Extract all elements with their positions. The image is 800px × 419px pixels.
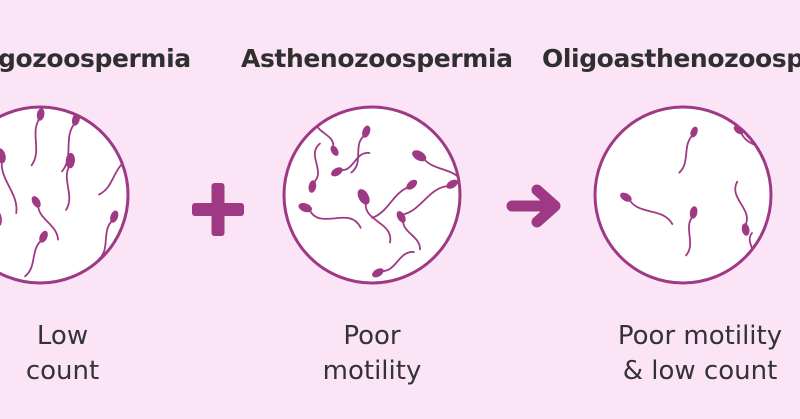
caption-low-count: Low count <box>0 319 125 389</box>
sperm-cell <box>766 148 771 162</box>
sperm-cell <box>685 206 698 257</box>
sperm-cell <box>620 192 674 225</box>
sperm-cell <box>65 152 76 211</box>
sperm-cell <box>357 189 391 244</box>
caption-combined-line1: Poor motility <box>617 321 783 351</box>
caption-combined-line2: & low count <box>622 356 778 386</box>
title-oligoasthenozoospermia: Oligoasthenozoospe <box>542 44 800 73</box>
sperm-cell <box>397 179 458 216</box>
sperm-cell <box>24 230 48 278</box>
sperm-cells-low-count <box>0 108 128 278</box>
plus-icon <box>192 183 244 236</box>
caption-poor-motility-line2: motility <box>322 356 422 386</box>
sperm-cell <box>678 126 698 174</box>
sperm-cell <box>372 251 415 278</box>
caption-low-count-line1: Low <box>36 321 89 351</box>
sperm-cells-poor-motility <box>298 117 460 278</box>
sperm-cell <box>31 196 59 241</box>
caption-poor-motility-line1: Poor <box>343 321 401 351</box>
poor-motility-circle <box>282 105 462 285</box>
arrow-right-icon <box>506 184 561 228</box>
sperm-cell <box>61 113 80 173</box>
title-oligozoospermia: gozoospermia <box>0 44 191 73</box>
sperm-cell <box>0 194 2 226</box>
sperm-cell <box>97 210 119 261</box>
sperm-cell <box>734 180 750 236</box>
caption-combined: Poor motility & low count <box>602 319 798 389</box>
combined-circle <box>593 105 773 285</box>
caption-poor-motility: Poor motility <box>302 319 442 389</box>
caption-low-count-line2: count <box>25 356 100 386</box>
sperm-cell <box>30 108 45 167</box>
sperm-cell <box>298 203 362 229</box>
title-asthenozoospermia: Asthenozoospermia <box>241 44 513 73</box>
sperm-cell <box>0 148 18 215</box>
low-count-circle <box>0 105 130 285</box>
sperm-cell <box>371 179 418 219</box>
sperm-cell <box>308 142 321 193</box>
sperm-cell <box>350 125 371 174</box>
sperm-cell <box>331 152 371 177</box>
